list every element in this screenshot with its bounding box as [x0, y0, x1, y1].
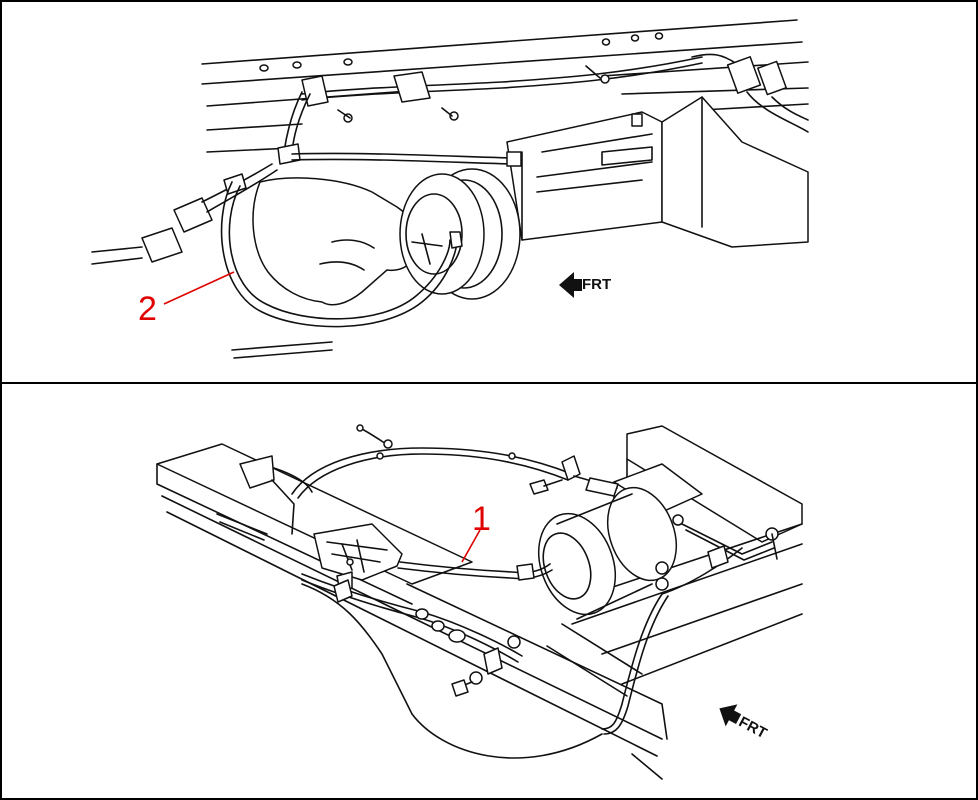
frt-label: FRT: [736, 713, 770, 742]
frt-arrow-icon: [719, 704, 742, 727]
top-diagram-panel: 2 FRT: [0, 0, 978, 384]
left-harness-connector: [91, 163, 278, 265]
brake-drum: [399, 168, 521, 300]
brake-cable-to-crossmember: [291, 151, 522, 167]
lower-left-bracket: [216, 513, 353, 603]
right-lower-cable: [301, 514, 779, 759]
bottom-diagram-panel: 1 FRT: [0, 382, 978, 800]
frt-label: FRT: [582, 276, 611, 293]
frt-direction-indicator: FRT: [719, 704, 770, 742]
frt-direction-indicator: FRT: [559, 272, 611, 298]
main-brake-cable: [397, 561, 553, 581]
callout-2-leader: [163, 271, 235, 305]
cable-loop: [220, 181, 463, 328]
left-bracket: [239, 455, 313, 535]
bottom-diagram-drawing: 1 FRT: [156, 424, 803, 780]
lower-panel-edge: [231, 341, 333, 351]
lower-panel-edge-2: [233, 349, 333, 359]
frt-arrow-icon: [559, 272, 582, 298]
hand-illustration: [252, 177, 419, 306]
cross-member: [506, 96, 809, 248]
clevis-assembly: [529, 455, 619, 497]
wire-connectors-right: [691, 53, 809, 133]
upper-cable-arch: [291, 424, 573, 499]
frame-rail-top: [201, 19, 809, 153]
callout-1-leader: [461, 529, 481, 563]
callout-2-number: 2: [138, 290, 157, 328]
vertical-cable: [277, 91, 311, 165]
top-diagram-drawing: 2 FRT: [91, 19, 809, 359]
brake-drum: [538, 486, 678, 620]
callout-1: 1: [461, 500, 491, 563]
lower-cable-fittings: [301, 573, 523, 697]
callout-2: 2: [138, 271, 235, 328]
callout-1-number: 1: [472, 500, 491, 538]
